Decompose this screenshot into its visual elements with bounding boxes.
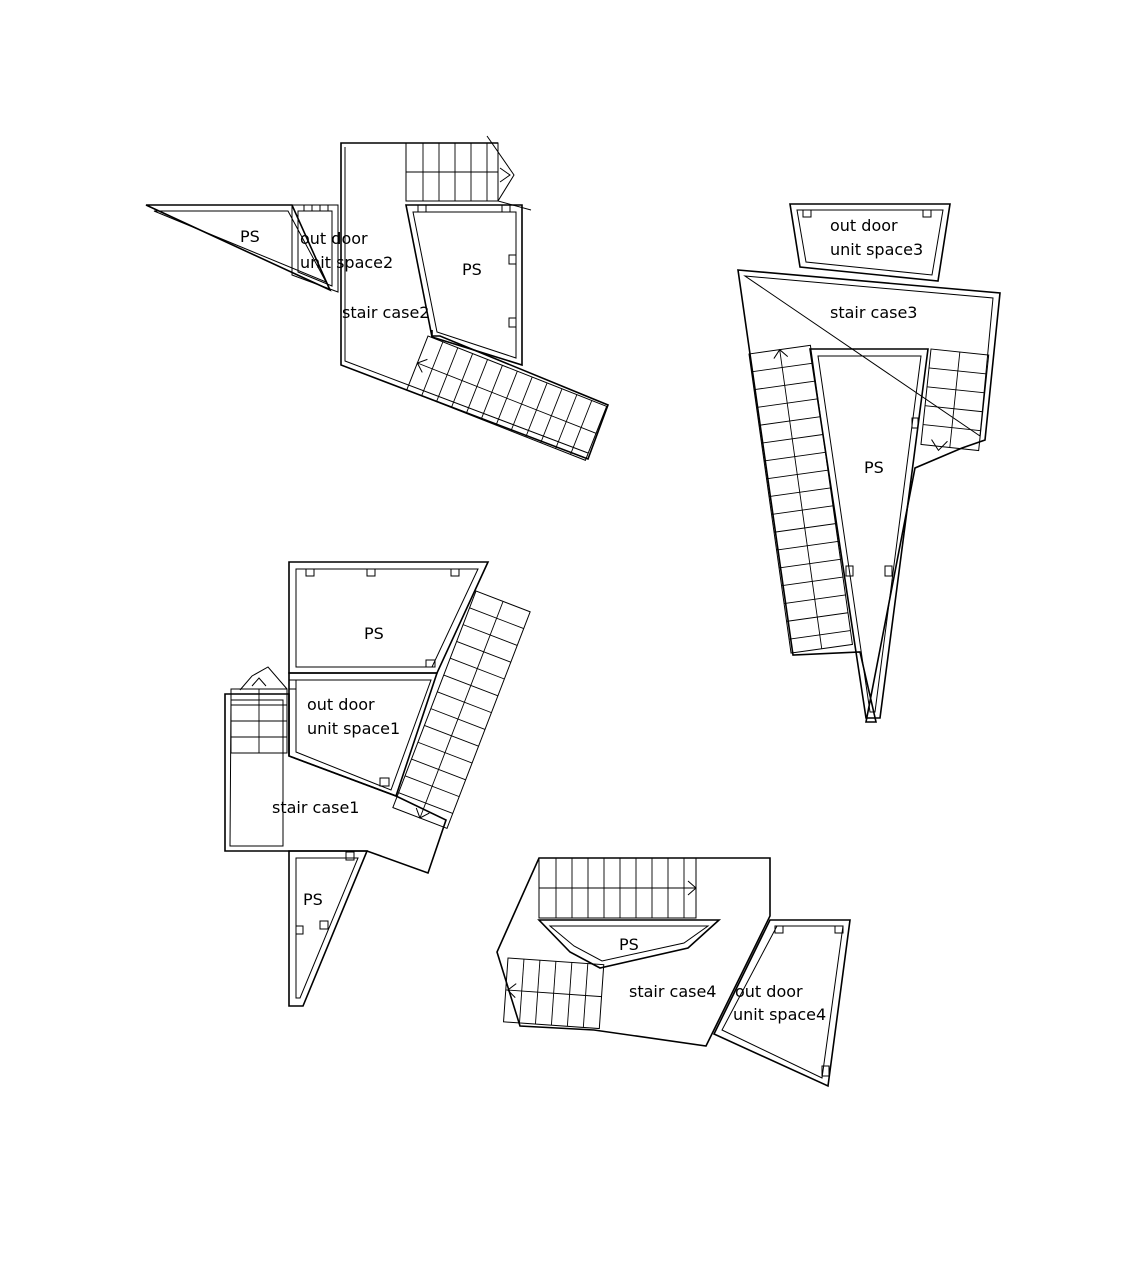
ps-space-1b — [288, 850, 369, 1007]
label-ps-2a: PS — [240, 227, 260, 246]
label-ps-2b: PS — [462, 260, 482, 279]
label-outdoor-1-line1: out door — [307, 695, 375, 714]
ps-space-2b — [405, 204, 523, 367]
label-ps-3: PS — [864, 458, 884, 477]
outdoor-unit-space-4 — [712, 919, 851, 1088]
label-outdoor-1-line2: unit space1 — [307, 719, 400, 738]
stair-case-1-outline — [224, 693, 447, 875]
stair-flight-4-top — [538, 857, 697, 919]
label-stair-case-4: stair case4 — [629, 982, 716, 1001]
label-outdoor-3-line1: out door — [830, 216, 898, 235]
label-stair-case-3: stair case3 — [830, 303, 917, 322]
ps-space-1a — [288, 561, 490, 674]
label-outdoor-2-line2: unit space2 — [300, 253, 393, 272]
stair-flight-1-right — [392, 590, 531, 830]
stair-flight-3-right — [920, 348, 990, 452]
stair-case-3-outline — [737, 269, 1001, 723]
label-stair-case-1: stair case1 — [272, 798, 359, 817]
label-stair-case-2: stair case2 — [342, 303, 429, 322]
ps-space-4 — [537, 919, 722, 969]
block-stair-case-4: PS stair case4 out door unit space4 — [496, 857, 851, 1088]
label-ps-1a: PS — [364, 624, 384, 643]
stair-flight-3-left — [748, 344, 853, 654]
stair-flight-2-bottom — [406, 335, 608, 461]
stair-flight-4-left — [503, 957, 605, 1030]
label-outdoor-4-line2: unit space4 — [733, 1005, 826, 1024]
ps-space-2a — [145, 204, 332, 292]
block-stair-case-3: out door unit space3 stair case3 PS — [737, 203, 1001, 723]
stair-case-4-outline — [496, 857, 771, 1047]
label-outdoor-4-line1: out door — [735, 982, 803, 1001]
outdoor-unit-space-2 — [291, 204, 339, 293]
stair-case-2-outline — [340, 142, 610, 461]
block-stair-case-2: PS out door unit space2 PS stair case2 — [145, 135, 610, 461]
label-ps-4: PS — [619, 935, 639, 954]
label-outdoor-3-line2: unit space3 — [830, 240, 923, 259]
ps-space-3 — [809, 348, 929, 719]
stair-flight-2-top — [405, 135, 532, 211]
label-ps-1b: PS — [303, 890, 323, 909]
stair-flight-1-left — [230, 666, 288, 754]
label-outdoor-2-line1: out door — [300, 229, 368, 248]
outdoor-unit-space-3 — [789, 203, 951, 282]
block-stair-case-1: PS out door unit space1 stair case1 PS — [224, 561, 531, 1007]
